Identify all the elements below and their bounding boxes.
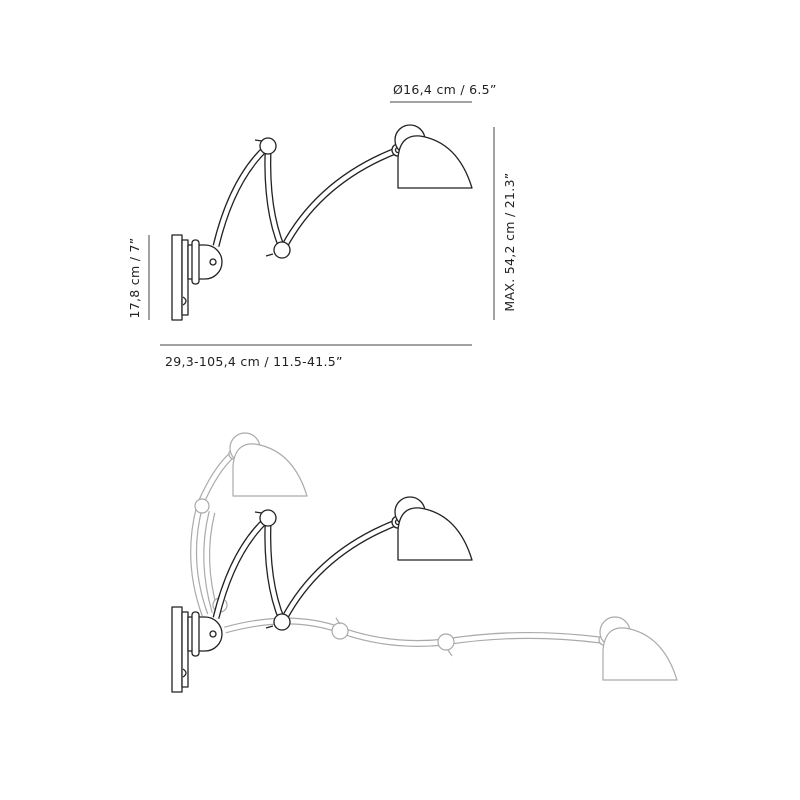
reach-label: 29,3-105,4 cm / 11.5-41.5” bbox=[165, 354, 343, 369]
dimension-backplate-height: 17,8 cm / 7” bbox=[127, 235, 150, 320]
dimension-max-height: MAX. 54,2 cm / 21.3” bbox=[493, 127, 517, 320]
dimension-shade-diameter: Ø16,4 cm / 6.5” bbox=[390, 82, 497, 103]
lamp-ghost-extended bbox=[224, 616, 678, 681]
backplate-height-label: 17,8 cm / 7” bbox=[127, 237, 142, 318]
lamp-drawing-bottom bbox=[172, 497, 472, 692]
shade-diameter-label: Ø16,4 cm / 6.5” bbox=[393, 82, 497, 97]
lamp-drawing-top bbox=[172, 125, 472, 320]
lamp-ghost-upright bbox=[190, 432, 308, 617]
dimension-reach: 29,3-105,4 cm / 11.5-41.5” bbox=[160, 344, 472, 369]
max-height-label: MAX. 54,2 cm / 21.3” bbox=[502, 172, 517, 311]
